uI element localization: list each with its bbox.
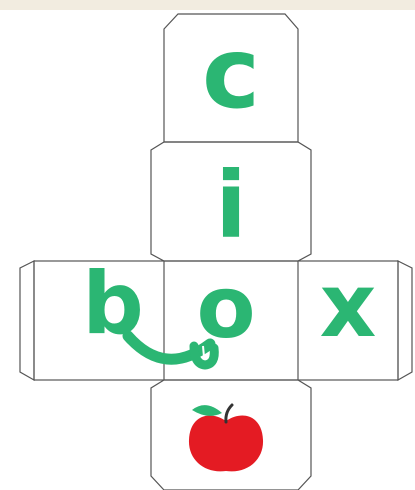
letter-i: i (164, 160, 298, 252)
letter-o: o (176, 265, 276, 351)
face-left-tab (20, 261, 34, 380)
letter-b: b (68, 261, 158, 347)
letter-c: c (164, 25, 298, 123)
apple-icon (189, 405, 263, 471)
face-right-tab (398, 261, 412, 380)
letter-x: x (298, 262, 398, 350)
